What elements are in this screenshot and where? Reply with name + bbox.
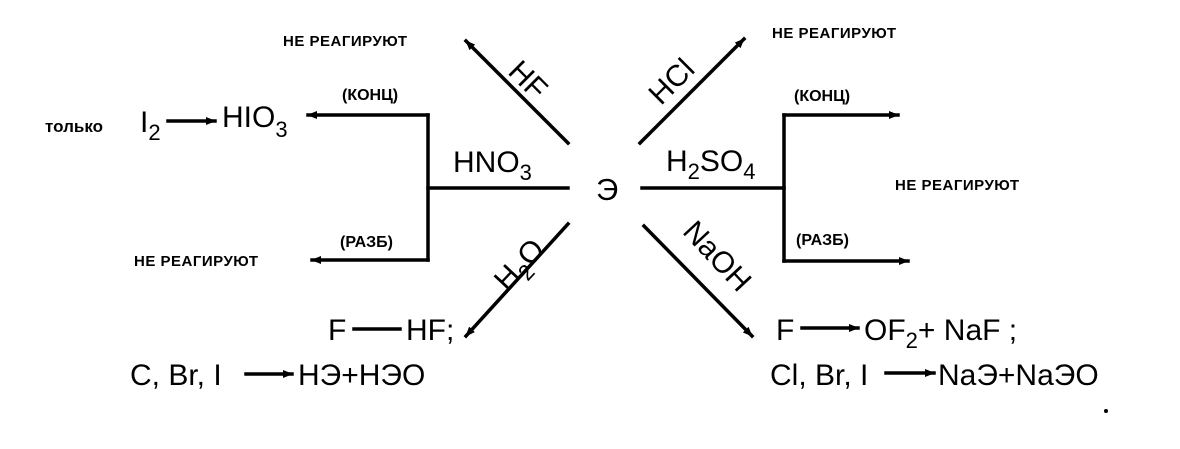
hf-label: HF xyxy=(502,55,554,107)
h2so4-conc-label: (КОНЦ) xyxy=(794,88,850,105)
naoh-product-halogens: Cl, Br, I xyxy=(770,359,868,392)
h2so4-dil-label: (РАЗБ) xyxy=(796,232,849,249)
water-product-acids: HЭ+HЭO xyxy=(298,359,425,392)
iodine-only-prefix: только xyxy=(45,117,103,136)
hcl-arrow xyxy=(637,36,747,146)
iodine-formula: I2 xyxy=(140,106,161,145)
h2so4-label: H2SO4 xyxy=(666,145,756,184)
water-product-halogens: C, Br, I xyxy=(130,359,222,392)
naoh-product-of2: OF2+ NaF ; xyxy=(864,314,1017,353)
water-product-hf: HF; xyxy=(406,314,454,347)
no-reaction-hno3-dil: НЕ РЕАГИРУЮТ xyxy=(134,253,259,270)
center-element: Э xyxy=(596,172,618,207)
stray-dot xyxy=(1104,409,1108,413)
no-reaction-hf: НЕ РЕАГИРУЮТ xyxy=(283,33,408,50)
naoh-product-f: F xyxy=(776,314,794,347)
hno3-dil-label: (РАЗБ) xyxy=(340,234,393,251)
naoh-arrow xyxy=(641,223,755,339)
h2o-label: H2O xyxy=(488,233,556,301)
hf-arrow xyxy=(463,38,571,146)
hno3-label: HNO3 xyxy=(453,146,532,185)
water-product-f: F xyxy=(328,314,346,347)
hno3-conc-label: (КОНЦ) xyxy=(342,87,398,104)
no-reaction-hcl: НЕ РЕАГИРУЮТ xyxy=(772,25,897,42)
naoh-label: NaOH xyxy=(676,215,757,298)
hcl-label: HCl xyxy=(643,52,702,111)
h2o-arrow xyxy=(463,221,571,339)
no-reaction-h2so4: НЕ РЕАГИРУЮТ xyxy=(895,177,1020,194)
hio3-product: HIO3 xyxy=(222,101,288,142)
naoh-product-salts: NaЭ+NaЭO xyxy=(938,359,1099,392)
